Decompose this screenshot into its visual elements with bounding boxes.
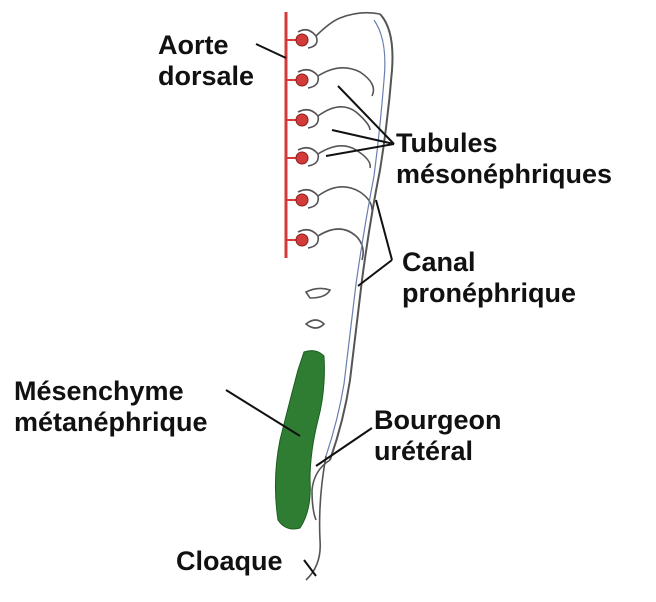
pronephric-duct-inner	[326, 20, 385, 456]
metanephric-mesenchyme	[275, 351, 324, 529]
label-canal-pronephrique: Canal pronéphrique	[402, 247, 576, 309]
label-mesenchyme-metanephrique: Mésenchyme métanéphrique	[14, 376, 208, 438]
mesonephric-tubules	[298, 13, 380, 260]
label-cloaque: Cloaque	[176, 546, 283, 577]
label-aorte-dorsale: Aorte dorsale	[158, 30, 254, 92]
label-tubules-mesonephriques: Tubules mésonéphriques	[396, 128, 612, 190]
label-bourgeon-ureteral: Bourgeon urétéral	[374, 405, 502, 467]
glomeruli	[296, 34, 308, 246]
aorta-branches	[286, 40, 298, 240]
pronephric-duct	[330, 14, 393, 460]
pronephric-remnants	[306, 288, 330, 328]
